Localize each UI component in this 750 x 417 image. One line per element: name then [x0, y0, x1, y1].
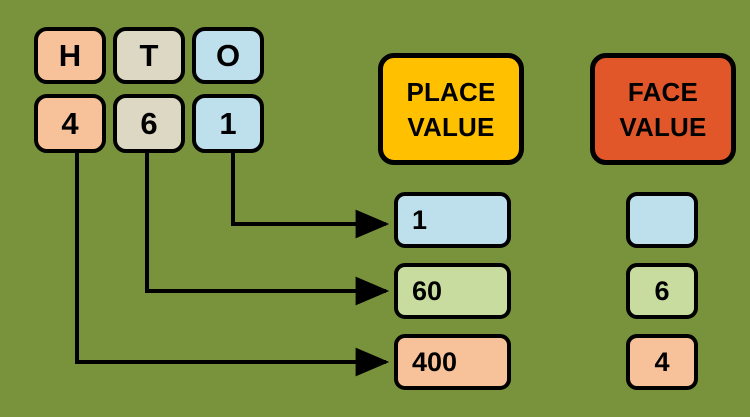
face-value-header-line1: FACE [627, 76, 699, 107]
face-value-box-tens: 6 [626, 263, 698, 319]
place-value-header: PLACE VALUE [378, 53, 524, 165]
digit-card-tens-label: 6 [140, 106, 158, 141]
column-header-ones: O [192, 27, 264, 84]
digit-card-tens: 6 [113, 94, 185, 153]
face-value-header-line2: VALUE [619, 111, 707, 142]
place-value-box-tens-label: 60 [412, 275, 443, 306]
digit-card-ones: 1 [192, 94, 264, 153]
face-value-header: FACE VALUE [590, 53, 736, 165]
connector-tens [145, 153, 390, 306]
place-value-box-ones-label: 1 [412, 204, 428, 235]
digit-card-ones-label: 1 [219, 106, 237, 141]
place-value-box-hundreds: 400 [394, 334, 511, 390]
face-value-box-hundreds: 4 [626, 334, 698, 390]
connector-hundreds [75, 153, 390, 377]
column-header-tens-label: T [139, 38, 159, 73]
column-header-hundreds-label: H [58, 38, 82, 73]
connector-ones [231, 153, 390, 239]
digit-card-hundreds-label: 4 [61, 106, 79, 141]
digit-card-hundreds: 4 [34, 94, 106, 153]
place-value-box-tens: 60 [394, 263, 511, 319]
place-value-header-line2: VALUE [407, 111, 495, 142]
column-header-ones-label: O [215, 38, 241, 73]
place-value-header-line1: PLACE [406, 76, 496, 107]
face-value-box-ones [626, 192, 698, 248]
column-header-hundreds: H [34, 27, 106, 84]
face-value-box-hundreds-label: 4 [654, 346, 670, 377]
place-value-box-ones: 1 [394, 192, 511, 248]
place-value-box-hundreds-label: 400 [412, 346, 458, 377]
column-header-tens: T [113, 27, 185, 84]
face-value-box-tens-label: 6 [654, 275, 670, 306]
